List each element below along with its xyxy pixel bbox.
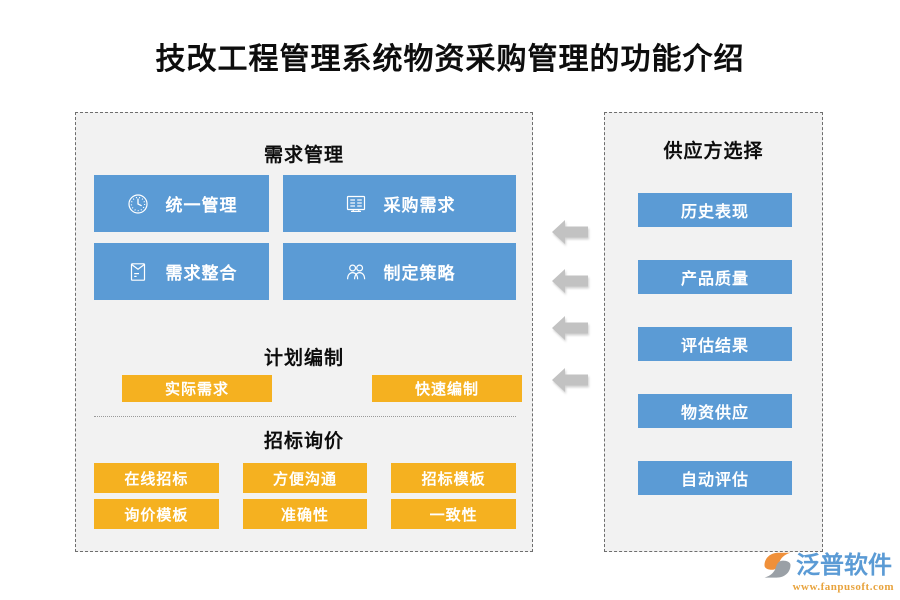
supplier-selection-list: 历史表现 产品质量 评估结果 物资供应 自动评估 [638,193,792,495]
tender-item-bidding-template[interactable]: 招标模板 [391,463,516,493]
document-list-icon [344,192,368,216]
company-logo: 泛普软件 www.fanpusoft.com [762,552,894,594]
supplier-item-material-supply[interactable]: 物资供应 [638,394,792,428]
tender-inquiry-grid: 在线招标 方便沟通 招标模板 询价模板 准确性 一致性 [94,463,516,529]
fanpu-swoosh-logo-icon [762,552,793,579]
tender-item-easy-communication[interactable]: 方便沟通 [242,463,368,493]
page-title: 技改工程管理系统物资采购管理的功能介绍 [155,43,745,76]
demand-item-strategy-formulation[interactable]: 制定策略 [283,243,516,300]
supplier-item-evaluation-result[interactable]: 评估结果 [638,327,792,361]
supplier-item-product-quality[interactable]: 产品质量 [638,260,792,294]
envelope-document-icon [126,260,150,284]
arrow-left-icon-2 [552,268,588,294]
demand-item-label: 统一管理 [165,196,238,215]
section-divider [94,416,516,417]
demand-item-label: 制定策略 [383,264,456,283]
tender-item-inquiry-template[interactable]: 询价模板 [94,499,219,529]
demand-management-grid: 统一管理 采购 [94,175,516,300]
plan-preparation-row: 实际需求 快速编制 [122,375,522,402]
demand-item-label: 需求整合 [165,264,238,283]
logo-website-url: www.fanpusoft.com [792,581,894,593]
demand-item-requirement-consolidation[interactable]: 需求整合 [94,243,269,300]
arrow-left-icon-3 [552,315,588,341]
arrow-left-icon-1 [552,219,588,245]
supplier-item-automatic-evaluation[interactable]: 自动评估 [638,461,792,495]
users-icon [344,260,368,284]
tender-inquiry-heading: 招标询价 [263,431,344,452]
plan-preparation-heading: 计划编制 [263,348,344,369]
plan-item-actual-demand[interactable]: 实际需求 [122,375,272,402]
tender-item-online-bidding[interactable]: 在线招标 [94,463,219,493]
clock-icon [126,192,150,216]
demand-item-unified-management[interactable]: 统一管理 [94,175,269,232]
logo-row: 泛普软件 [762,552,894,579]
right-panel: 供应方选择 历史表现 产品质量 评估结果 物资供应 自动评估 [604,112,823,552]
tender-item-accuracy[interactable]: 准确性 [242,499,368,529]
plan-item-fast-preparation[interactable]: 快速编制 [372,375,522,402]
tender-item-consistency[interactable]: 一致性 [391,499,516,529]
demand-item-purchase-requirement[interactable]: 采购需求 [283,175,516,232]
arrow-left-icon-4 [552,367,588,393]
demand-item-label: 采购需求 [383,196,456,215]
demand-management-heading: 需求管理 [263,145,344,166]
logo-company-name: 泛普软件 [796,552,892,579]
supplier-selection-heading: 供应方选择 [663,141,764,162]
left-panel: 需求管理 统一管理 [75,112,533,552]
supplier-item-historical-performance[interactable]: 历史表现 [638,193,792,227]
